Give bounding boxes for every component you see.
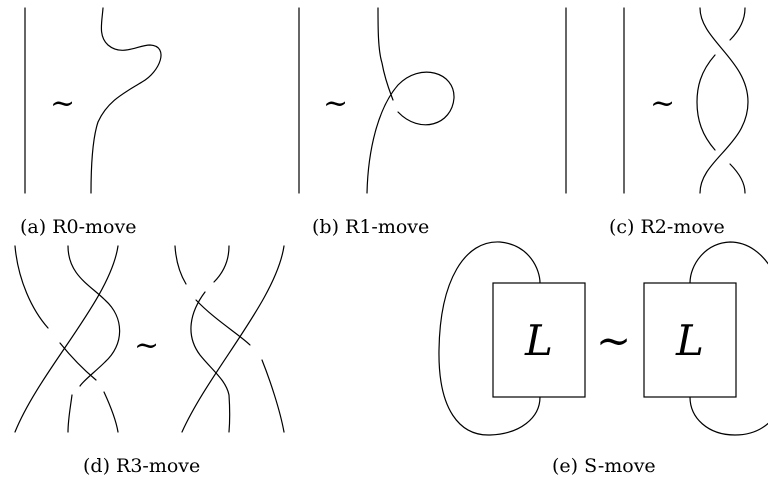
panel-s-move: L ~ L (e) S-move	[438, 241, 768, 477]
s-right-loop-strand	[689, 241, 768, 436]
s-right-box-label: L	[675, 316, 704, 365]
r2-under-strand-mid	[696, 54, 716, 151]
r3-left-under-strand-top	[14, 245, 49, 329]
s-left-loop-strand	[438, 241, 541, 436]
r3-left-over-strand	[14, 245, 119, 433]
r3-left-middle-strand-bottom	[67, 394, 73, 433]
r1-upper-strand	[377, 7, 394, 101]
r3-right-under-strand-mid	[195, 299, 251, 346]
r2-over-strand	[699, 7, 749, 194]
r3-right-under-strand-top	[174, 245, 187, 285]
s-right-tangle-box	[643, 282, 737, 398]
s-left-box-label: L	[524, 316, 553, 365]
r2-equivalence-symbol: ~	[650, 86, 675, 121]
r2-under-strand-bottom	[729, 163, 746, 194]
r3-left-middle-strand-top	[67, 245, 121, 387]
panel-r3-move: ~ (d) R3-move	[14, 245, 285, 477]
r0-equivalence-symbol: ~	[50, 86, 75, 121]
r1-equivalence-symbol: ~	[323, 86, 348, 121]
caption-s-move: (e) S-move	[552, 455, 656, 477]
caption-r2-move: (c) R2-move	[609, 216, 725, 238]
r1-loop-strand	[366, 71, 455, 194]
r3-left-under-strand-bottom	[103, 391, 119, 433]
s-equivalence-symbol: ~	[596, 316, 631, 365]
s-left-tangle-box	[492, 282, 586, 398]
r0-wiggled-strand	[90, 7, 162, 194]
panel-r0-move: ~ (a) R0-move	[20, 7, 162, 238]
r3-left-under-strand-mid	[59, 342, 97, 381]
r3-right-middle-strand-top	[213, 245, 230, 283]
r3-right-under-strand-bottom	[261, 359, 285, 433]
r2-under-strand-top	[729, 7, 746, 41]
caption-r3-move: (d) R3-move	[83, 455, 200, 477]
r3-right-middle-strand-mid	[190, 291, 231, 433]
r3-right-over-strand	[181, 245, 285, 433]
caption-r0-move: (a) R0-move	[20, 216, 136, 238]
r3-equivalence-symbol: ~	[134, 328, 159, 363]
caption-r1-move: (b) R1-move	[312, 216, 429, 238]
panel-r1-move: ~ (b) R1-move	[298, 7, 455, 238]
panel-r2-move: ~ (c) R2-move	[565, 7, 749, 238]
